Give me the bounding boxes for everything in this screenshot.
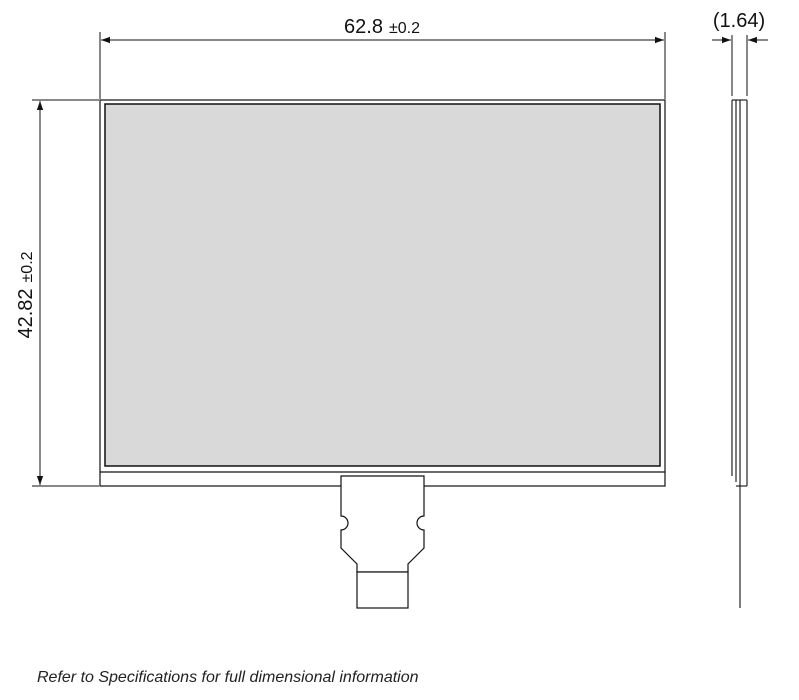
side-view <box>731 99 748 608</box>
front-view <box>99 99 666 487</box>
width-tolerance: ±0.2 <box>389 20 420 37</box>
height-value: 42.82 <box>15 288 37 338</box>
fpc-outline <box>340 475 425 573</box>
specification-note: Refer to Specifications for full dimensi… <box>37 669 419 686</box>
width-label: 62.8 ±0.2 <box>344 16 420 38</box>
fpc-tail <box>340 475 425 609</box>
thickness-dimension <box>712 35 768 96</box>
height-dimension <box>32 99 99 487</box>
thickness-label: (1.64) <box>713 10 765 32</box>
fpc-connector-end <box>356 571 409 609</box>
width-value: 62.8 <box>344 16 383 38</box>
width-dimension <box>99 32 666 99</box>
height-label: 42.82 ±0.2 <box>15 251 37 338</box>
active-area <box>104 103 661 467</box>
height-tolerance: ±0.2 <box>19 251 36 282</box>
